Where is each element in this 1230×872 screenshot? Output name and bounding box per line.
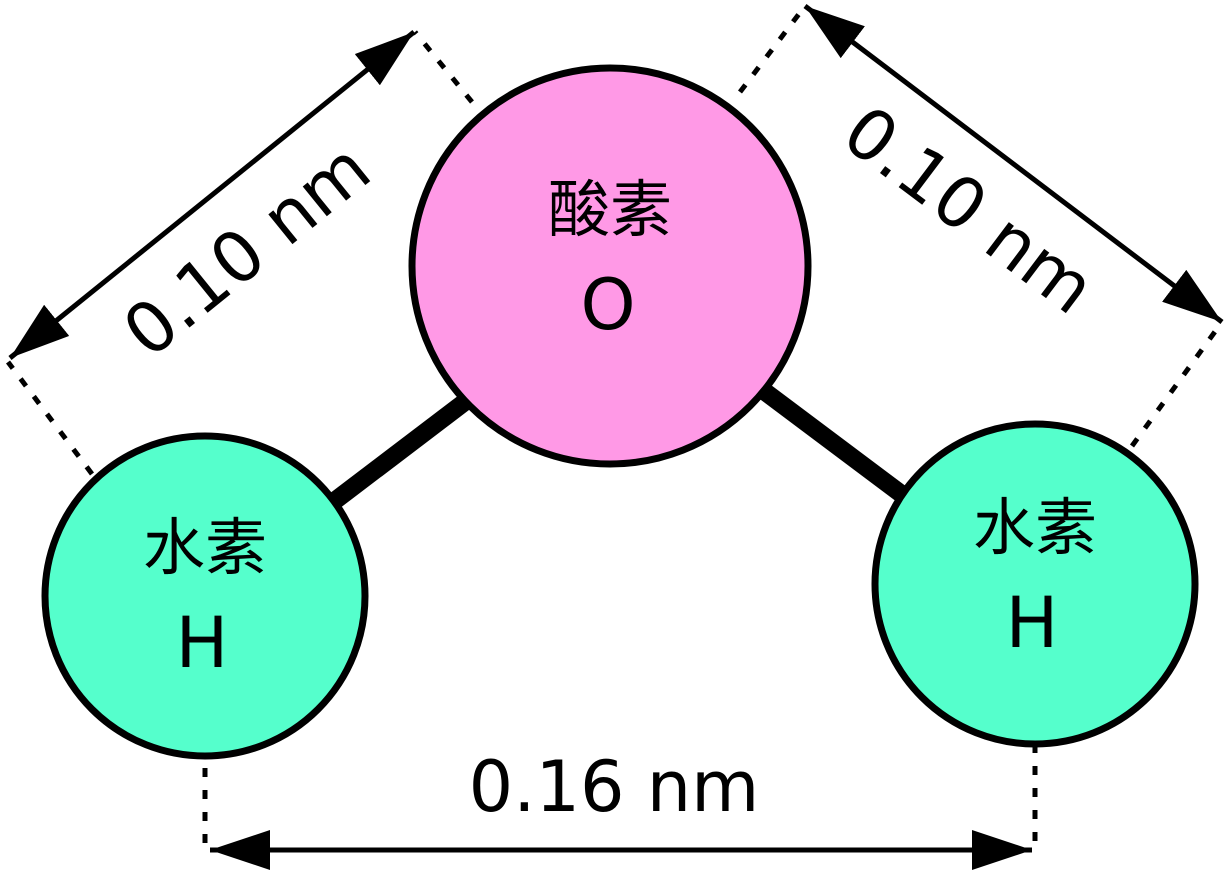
oxygen-symbol: O [580, 264, 635, 346]
hydrogen-right-symbol: H [1006, 582, 1059, 664]
right-upper-extension-line [738, 4, 807, 94]
h-h-distance-label: 0.16 nm [469, 746, 760, 828]
hydrogen-right-circle [871, 420, 1199, 748]
right-bond-length-label: 0.10 nm [828, 90, 1109, 330]
left-o-h-bond [314, 390, 476, 520]
right-o-h-bond [754, 380, 918, 510]
right-lower-extension-line [1129, 320, 1225, 448]
oxygen-circle [408, 64, 812, 468]
hydrogen-left-circle [41, 432, 369, 760]
hydrogen-atom-right: 水素 H [871, 420, 1199, 748]
right-bond-dimension-arrow [803, 4, 1224, 324]
hydrogen-atom-left: 水素 H [41, 432, 369, 760]
hydrogen-right-name: 水素 [973, 491, 1097, 564]
left-lower-extension-line [6, 360, 94, 476]
hydrogen-left-name: 水素 [143, 511, 267, 584]
oxygen-atom: 酸素 O [408, 64, 812, 468]
left-upper-extension-line [413, 30, 474, 104]
oxygen-name: 酸素 [548, 173, 672, 246]
left-bond-dimension-arrow [8, 30, 416, 360]
hydrogen-left-symbol: H [176, 602, 229, 684]
